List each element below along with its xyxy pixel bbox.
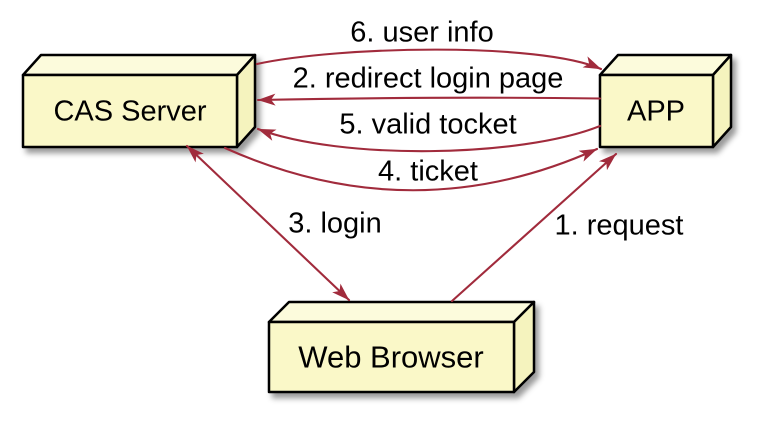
node-web-browser-label: Web Browser	[298, 339, 484, 375]
edge-6-user-info-line	[255, 48, 603, 71]
edge-2-redirect-login-page-label: 2. redirect login page	[292, 62, 564, 95]
node-app-shape	[598, 53, 733, 149]
edge-2-redirect-login-page-line	[256, 93, 602, 106]
node-cas-server-shape	[21, 53, 257, 149]
node-app-label: APP	[626, 95, 686, 128]
edge-5-valid-tocket-label: 5. valid tocket	[339, 108, 517, 141]
edge-3-login-line	[185, 144, 351, 302]
node-cas-server-label: CAS Server	[53, 95, 207, 128]
edge-5-valid-tocket-line	[256, 124, 602, 153]
edge-6-user-info-label: 6. user info	[350, 16, 494, 49]
edge-1-request-line	[450, 152, 618, 303]
edge-4-ticket-label: 4. ticket	[378, 155, 478, 188]
node-web-browser-shape	[267, 300, 536, 394]
edge-4-ticket-line	[223, 146, 599, 192]
edge-3-login-label: 3. login	[288, 207, 382, 240]
edge-1-request-label: 1. request	[554, 209, 684, 242]
